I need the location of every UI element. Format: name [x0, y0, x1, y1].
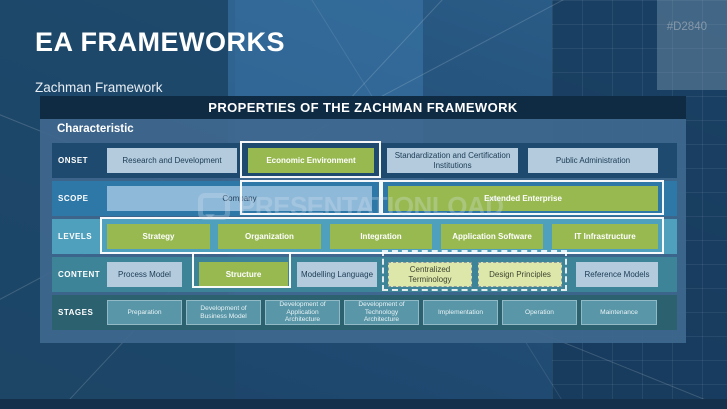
cell-application-software: Application Software [441, 224, 543, 249]
cell-process-model: Process Model [107, 262, 182, 287]
row-content: CONTENT Process Model Structure Modelling L… [52, 257, 677, 292]
highlight-outline-dashed-group [382, 250, 567, 291]
row-scope: SCOPE Company Extended Enterprise [52, 181, 677, 216]
highlight-outline-extended-enterprise [381, 180, 664, 215]
slide-code: #D2840 [666, 21, 707, 33]
cell-structure: Structure [199, 262, 288, 287]
highlight-outline-structure [192, 252, 291, 288]
framework-table: Characteristic ONSET Research and Develop… [40, 119, 686, 343]
cell-development-of-technology-architecture: Development of Technology Architecture [344, 300, 419, 325]
row-onset: ONSET Research and Development Economic En… [52, 143, 677, 178]
cell-development-of-business-model: Development of Business Model [186, 300, 261, 325]
corner-label: Characteristic [57, 123, 134, 135]
table-title-bar: PROPERTIES OF THE ZACHMAN FRAMEWORK [40, 96, 686, 119]
cell-integration: Integration [330, 224, 432, 249]
highlight-outline-levels-row [100, 217, 664, 254]
row-label-onset: ONSET [58, 156, 89, 165]
cell-it-infrastructure: IT Infrastructure [552, 224, 658, 249]
cell-standardization-and-certification-institutions: Standardization and Certification Instit… [387, 148, 518, 173]
cell-organization: Organization [218, 224, 321, 249]
cell-company: Company [107, 186, 372, 211]
row-label-content: CONTENT [58, 270, 101, 279]
cell-implementation: Implementation [423, 300, 498, 325]
row-label-stages: STAGES [58, 308, 94, 317]
cell-centralized-terminology: Centralized Terminology [388, 262, 472, 287]
slide-subtitle: Zachman Framework [35, 80, 163, 95]
row-label-scope: SCOPE [58, 194, 89, 203]
row-levels: LEVELS Strategy Organization Integration App… [52, 219, 677, 254]
cell-extended-enterprise: Extended Enterprise [388, 186, 658, 211]
highlight-outline-scope-left [240, 180, 381, 215]
table-title: PROPERTIES OF THE ZACHMAN FRAMEWORK [208, 100, 518, 115]
cell-research-and-development: Research and Development [107, 148, 237, 173]
background-building-corner [657, 0, 727, 90]
cell-economic-environment: Economic Environment [248, 148, 374, 173]
cell-operation: Operation [502, 300, 577, 325]
cell-development-of-application-architecture: Development of Application Architecture [265, 300, 340, 325]
cell-modelling-language: Modelling Language [297, 262, 377, 287]
cell-public-administration: Public Administration [528, 148, 658, 173]
row-label-levels: LEVELS [58, 232, 93, 241]
cell-preparation: Preparation [107, 300, 182, 325]
cell-design-principles: Design Principles [478, 262, 562, 287]
cell-reference-models: Reference Models [576, 262, 658, 287]
highlight-outline-economic-environment [240, 141, 381, 178]
footer-bar [0, 399, 727, 409]
cell-maintenance: Maintenance [581, 300, 657, 325]
slide-title: EA FRAMEWORKS [35, 27, 285, 57]
cell-strategy: Strategy [107, 224, 210, 249]
